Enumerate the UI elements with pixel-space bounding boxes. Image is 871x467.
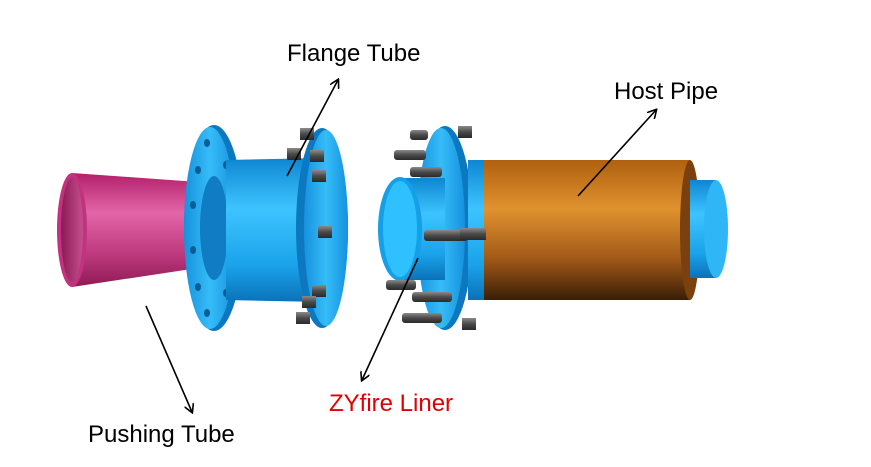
- leader-arrows: [145, 80, 656, 412]
- flange-tube: [184, 125, 348, 331]
- pushing-tube-label: Pushing Tube: [88, 421, 235, 448]
- zyfire-liner: [378, 126, 486, 330]
- host-pipe: [482, 160, 728, 300]
- arrow-liner: [362, 257, 419, 380]
- flange-tube-bolts: [287, 128, 332, 324]
- liner-label: ZYfire Liner: [329, 390, 454, 417]
- arrow-flange-tube: [286, 80, 338, 177]
- arrow-pushing-tube: [145, 305, 192, 412]
- host-pipe-label: Host Pipe: [614, 78, 719, 105]
- flange-tube-label: Flange Tube: [287, 40, 421, 67]
- liner-bolts: [386, 126, 486, 330]
- pushing-tube: [57, 173, 198, 287]
- arrow-host-pipe: [577, 110, 656, 197]
